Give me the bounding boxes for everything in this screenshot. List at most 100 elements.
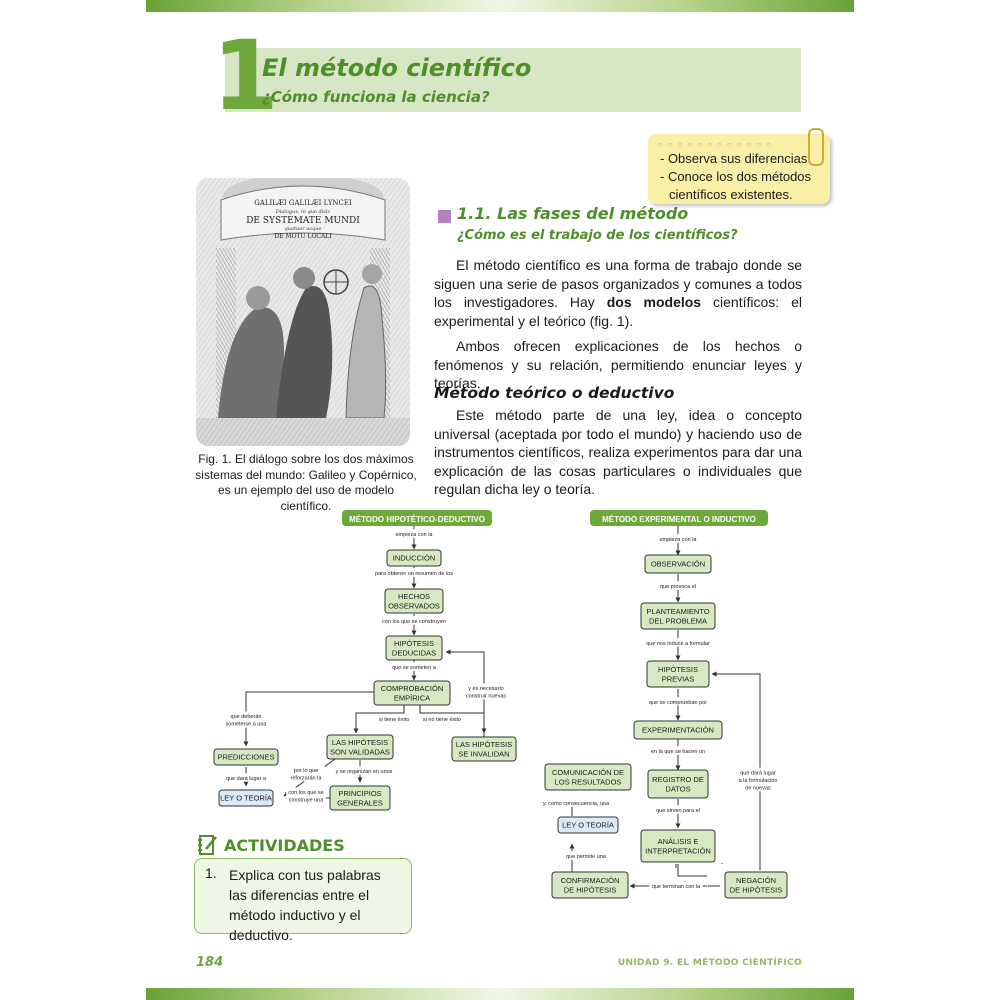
right-map-node-hipotesis xyxy=(646,660,710,688)
left-map-node-principios xyxy=(329,785,391,811)
left-map-connector-label: construye una xyxy=(289,798,324,804)
right-map-connector-label: que terminan con la xyxy=(652,884,701,890)
right-map-node-analisis xyxy=(640,829,716,863)
objectives-list: - Observa sus diferencias. - Conoce los … xyxy=(660,150,825,204)
chapter-number: 1 xyxy=(212,20,279,132)
book-title-line: GALILÆI GALILÆI LYNCEI xyxy=(254,199,352,207)
subheading-deductive: Método teórico o deductivo xyxy=(434,384,675,402)
right-map-connector-label: que se comprueban por xyxy=(649,700,707,706)
left-map-label-bg xyxy=(394,529,434,538)
activities-title: ACTIVIDADES xyxy=(224,836,345,855)
right-map-node-label: LEY O TEORÍA xyxy=(562,821,614,830)
right-map-connector-label: que permite una xyxy=(566,854,607,860)
chapter-subtitle: ¿Cómo funciona la ciencia? xyxy=(262,88,490,106)
right-map-node-comunicacion xyxy=(544,763,632,791)
left-map-label-bg xyxy=(333,766,395,775)
right-map-connector-label: en la que se hacen un xyxy=(651,749,705,755)
left-map-label-bg xyxy=(286,787,326,804)
left-map-connector-label: con los que se construyen xyxy=(382,619,446,625)
page-number: 184 xyxy=(196,955,224,970)
objectives-note: ○○○○○○○○○○○○ - Observa sus diferencias. … xyxy=(648,134,830,204)
bottom-decoration-bar xyxy=(146,988,854,1000)
right-map-label-bg xyxy=(648,746,708,755)
left-map-label-bg xyxy=(224,711,268,728)
right-map-node-label: REGISTRO DE xyxy=(652,775,704,784)
right-map-connector-label: que sirven para el xyxy=(656,808,700,814)
left-map-connector-label: someterse a una xyxy=(226,722,268,728)
left-map-nodes: MÉTODO HIPOTÉTICO-DEDUCTIVO empieza con … xyxy=(213,510,517,811)
left-map-connector-label: y se organizan en unos xyxy=(336,769,393,775)
right-map-node-label: CONFIRMACIÓN xyxy=(561,876,620,885)
activity-number: 1. xyxy=(205,865,217,881)
figure-caption: Fig. 1. El diálogo sobre los dos máximos… xyxy=(195,452,417,513)
left-map-connector-label: para obtener un resumen de los xyxy=(375,571,453,577)
left-map-title-box xyxy=(342,510,492,526)
right-map-node-label: ANÁLISIS E xyxy=(658,837,699,846)
paragraph-intro: El método científico es una forma de tra… xyxy=(434,256,802,330)
left-map-connector-label: construir nuevas xyxy=(466,694,507,700)
right-map-connector-label: que nos induce a formular xyxy=(646,641,710,647)
left-map-node-predicciones xyxy=(213,748,279,766)
left-map-node-label: GENERALES xyxy=(337,798,383,807)
left-map-connector-label: si no tiene éxito xyxy=(423,717,461,723)
section-title: 1.1. Las fases del método xyxy=(457,204,689,223)
left-map-connector-label: empieza con la xyxy=(396,532,434,538)
right-map-label-bg xyxy=(649,881,703,890)
right-map-node-negacion xyxy=(724,871,788,899)
left-map-label-bg xyxy=(372,568,456,577)
book-title-line: DE MOTU LOCALI xyxy=(274,233,332,240)
right-map-node-label: NEGACIÓN xyxy=(736,876,776,885)
right-map-node-label: PLANTEAMIENTO xyxy=(646,607,709,616)
left-map-node-label: LAS HIPÓTESIS xyxy=(456,740,512,749)
right-map-node-experimentacion xyxy=(633,720,723,740)
right-map-node-label: DATOS xyxy=(665,784,690,793)
section-marker-square xyxy=(438,210,451,223)
left-map-label-bg xyxy=(223,773,269,782)
right-map-node-label: OBSERVACIÓN xyxy=(651,560,705,569)
paragraph-explanations: Ambos ofrecen explicaciones de los hecho… xyxy=(434,338,802,391)
left-map-node-label: LEY O TEORÍA xyxy=(220,794,272,803)
left-map-node-label: INDUCCIÓN xyxy=(393,554,436,563)
left-map-connector-label: por lo que xyxy=(294,768,318,774)
objective-item: - Conoce los dos métodos xyxy=(660,169,812,184)
left-map-label-bg xyxy=(391,662,437,671)
right-map-connector-label: y, como consecuencia, una xyxy=(543,801,610,807)
right-map-node-label: PREVIAS xyxy=(662,674,695,683)
right-map-label-bg xyxy=(541,798,611,807)
right-map-title: MÉTODO EXPERIMENTAL O INDUCTIVO xyxy=(602,515,756,524)
notebook-pencil-icon xyxy=(198,835,217,855)
right-map-label-bg xyxy=(735,767,781,792)
left-map-node-label: PREDICCIONES xyxy=(217,753,274,762)
left-map-connector-label: con los que se xyxy=(288,790,323,796)
left-map-connector-label: que dará lugar a xyxy=(226,776,267,782)
right-map-node-label: INTERPRETACIÓN xyxy=(645,846,711,855)
objective-item: - Observa sus diferencias. xyxy=(660,151,812,166)
left-map-connector-label: si tiene éxito xyxy=(379,717,410,723)
right-map-node-observacion xyxy=(644,554,712,574)
right-map-node-label: COMUNICACIÓN DE xyxy=(552,768,624,777)
left-map-connector-label: y es necesario xyxy=(468,686,503,692)
left-map-node-hipotesis xyxy=(385,635,443,661)
right-map-node-label: DE HIPÓTESIS xyxy=(730,885,783,894)
top-decoration-bar xyxy=(146,0,854,12)
left-map-node-label: HECHOS xyxy=(398,592,430,601)
left-map-node-label: COMPROBACIÓN xyxy=(381,684,444,693)
section-subtitle: ¿Cómo es el trabajo de los científicos? xyxy=(457,228,738,243)
chapter-title: El método científico xyxy=(262,54,532,82)
right-map-node-label: LOS RESULTADOS xyxy=(555,777,622,786)
left-map-node-invalidan xyxy=(451,736,517,762)
right-map-node-label: DE HIPÓTESIS xyxy=(564,885,617,894)
right-map-label-bg xyxy=(643,638,713,647)
engraving-illustration: GALILÆI GALILÆI LYNCEI Dialogus, in quo … xyxy=(196,178,410,446)
left-map-node-ley xyxy=(218,789,274,807)
left-map-node-label: PRINCIPIOS xyxy=(338,789,381,798)
left-map-node-induccion xyxy=(386,549,442,567)
paragraph-text: científicos: el experimental y el teóric… xyxy=(434,294,802,329)
note-binding-holes: ○○○○○○○○○○○○ xyxy=(658,140,776,149)
right-map-label-bg xyxy=(658,534,698,543)
left-map-label-bg xyxy=(374,714,414,723)
left-map-connector-label: que se someten a xyxy=(392,665,437,671)
left-map-node-label: LAS HIPÓTESIS xyxy=(332,738,388,747)
unit-label: UNIDAD 9. EL MÉTODO CIENTÍFICO xyxy=(617,958,802,968)
book-title-line: quatuor usque xyxy=(285,226,322,232)
